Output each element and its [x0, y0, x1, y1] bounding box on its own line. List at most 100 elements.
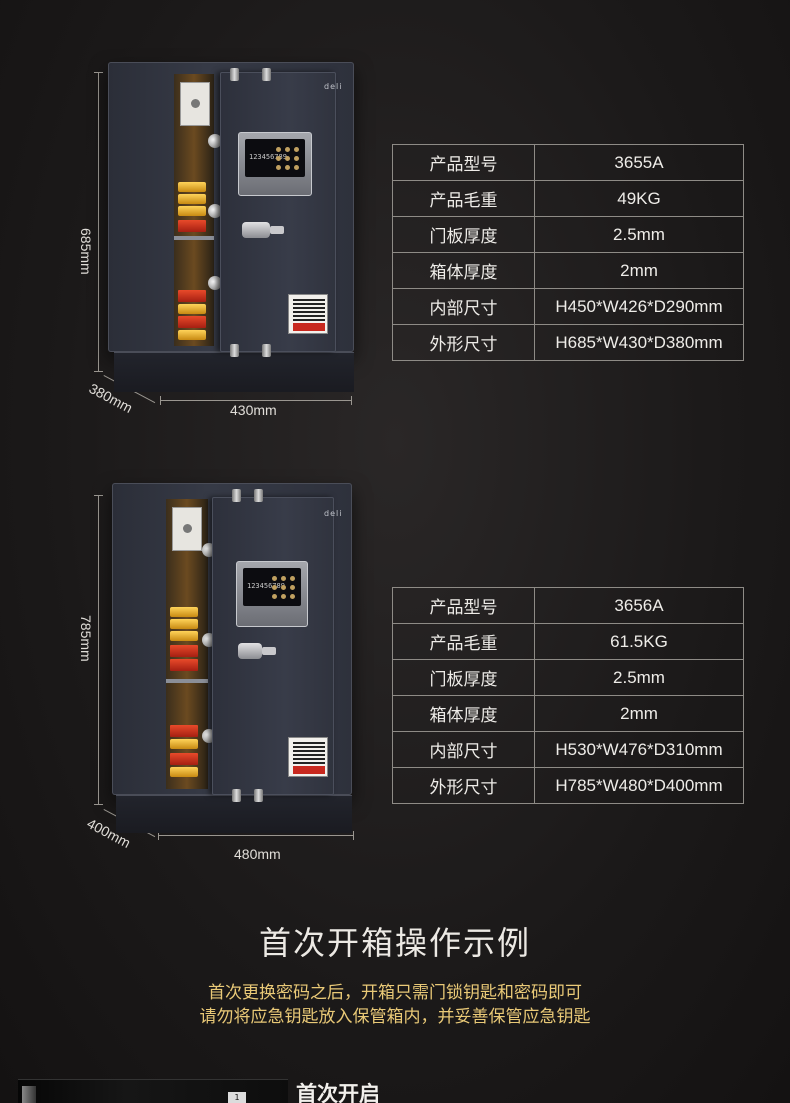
security-sticker — [288, 294, 328, 334]
spec-value: 3655A — [534, 144, 744, 181]
spec-key: 产品毛重 — [392, 623, 535, 660]
red-book — [178, 290, 206, 302]
hinge — [262, 68, 271, 81]
hinge — [230, 68, 239, 81]
section-description-line-1: 首次更换密码之后，开箱只需门锁钥匙和密码即可 — [208, 983, 582, 1003]
electronic-keypad: 123456789 — [236, 561, 308, 627]
step-photo: 1 — [18, 1079, 288, 1103]
gold-bar — [170, 619, 198, 629]
spec-key: 产品型号 — [392, 587, 535, 624]
safe-illustration: 123456789 deli — [108, 62, 354, 392]
red-book — [178, 220, 206, 232]
width-dimension-line — [160, 396, 352, 405]
spec-key: 箱体厚度 — [392, 252, 535, 289]
safe-interior — [166, 499, 208, 789]
spec-value: H450*W426*D290mm — [534, 288, 744, 325]
gold-bar — [178, 182, 206, 192]
hinge — [232, 489, 241, 502]
spec-value: 2.5mm — [534, 216, 744, 253]
spec-value: 2mm — [534, 252, 744, 289]
spec-value: 61.5KG — [534, 623, 744, 660]
hinge — [232, 789, 241, 802]
spec-value: H685*W430*D380mm — [534, 324, 744, 361]
red-book — [170, 725, 198, 737]
electronic-keypad: 123456789 — [238, 132, 312, 196]
width-dimension-line — [158, 831, 354, 840]
spec-value: H785*W480*D400mm — [534, 767, 744, 804]
gold-bar — [170, 631, 198, 641]
safe-edge — [22, 1086, 36, 1103]
keypad-buttons — [276, 147, 299, 170]
spec-key: 门板厚度 — [392, 216, 535, 253]
spec-value: 49KG — [534, 180, 744, 217]
height-dimension-label: 685mm — [78, 228, 94, 275]
door-bolt — [208, 134, 222, 148]
hinge — [230, 344, 239, 357]
keypad-screen: 123456789 — [243, 568, 301, 606]
keypad-digits: 123456789 — [249, 153, 287, 161]
hinge — [262, 344, 271, 357]
spec-key: 箱体厚度 — [392, 695, 535, 732]
shelf — [166, 679, 208, 683]
red-book — [170, 659, 198, 671]
gold-bar — [178, 304, 206, 314]
brand-logo: deli — [324, 82, 343, 91]
keypad-key: 1 — [228, 1092, 246, 1103]
spec-value: 3656A — [534, 587, 744, 624]
spec-key: 门板厚度 — [392, 659, 535, 696]
spec-key: 产品毛重 — [392, 180, 535, 217]
height-dimension-line — [94, 495, 103, 805]
spec-value: H530*W476*D310mm — [534, 731, 744, 768]
inner-lock-box — [180, 82, 210, 126]
red-book — [170, 753, 198, 765]
gold-bar — [178, 206, 206, 216]
door-bolt — [208, 276, 222, 290]
gold-bar — [170, 739, 198, 749]
door-bolt — [208, 204, 222, 218]
gold-bar — [170, 607, 198, 617]
section-title: 首次开箱操作示例 — [258, 924, 531, 962]
hinge — [254, 789, 263, 802]
gold-bar — [178, 194, 206, 204]
height-dimension-line — [94, 72, 103, 372]
safe-base — [114, 352, 354, 392]
hinge — [254, 489, 263, 502]
spec-key: 外形尺寸 — [392, 324, 535, 361]
red-book — [178, 316, 206, 328]
security-sticker — [288, 737, 328, 777]
keypad-screen: 123456789 — [245, 139, 305, 177]
spec-key: 外形尺寸 — [392, 767, 535, 804]
inner-lock-box — [172, 507, 202, 551]
keypad-digits: 123456789 — [247, 582, 285, 590]
gold-bar — [170, 767, 198, 777]
section-description-line-2: 请勿将应急钥匙放入保管箱内，并妥善保管应急钥匙 — [199, 1007, 591, 1027]
door-handle — [242, 222, 284, 238]
safe-door: 123456789 — [220, 68, 336, 357]
product-3656a: 785mm 400mm 480mm — [0, 475, 790, 875]
safe-door: 123456789 — [212, 489, 334, 802]
first-open-section: 1 首次开启 — [0, 1075, 790, 1103]
spec-value: 2.5mm — [534, 659, 744, 696]
step-heading: 首次开启 — [296, 1082, 380, 1103]
safe-interior — [174, 74, 214, 346]
width-dimension-label: 430mm — [230, 402, 277, 418]
spec-key: 内部尺寸 — [392, 288, 535, 325]
safe-illustration: 123456789 deli — [112, 483, 352, 833]
brand-logo: deli — [324, 509, 343, 518]
spec-key: 产品型号 — [392, 144, 535, 181]
shelf — [174, 236, 214, 240]
